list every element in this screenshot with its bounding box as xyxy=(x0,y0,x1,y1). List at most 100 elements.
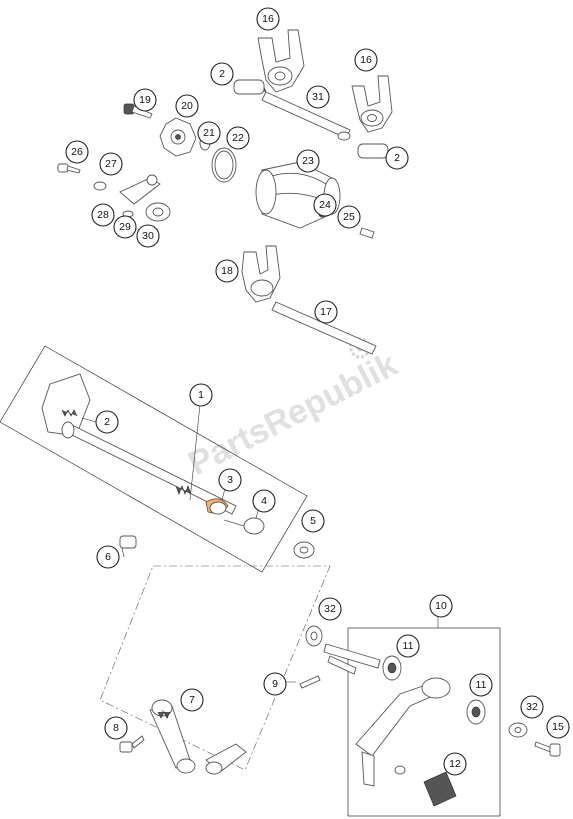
callout-5: 5 xyxy=(301,509,325,533)
ring-22-inner xyxy=(214,150,234,180)
svg-text:1: 1 xyxy=(198,389,204,401)
bolt-15 xyxy=(534,741,561,757)
svg-text:18: 18 xyxy=(221,265,233,277)
callout-29: 29 xyxy=(113,215,137,239)
svg-text:11: 11 xyxy=(476,679,487,691)
callout-21: 21 xyxy=(197,121,221,145)
svg-text:21: 21 xyxy=(203,127,215,139)
callout-19: 19 xyxy=(133,88,157,112)
callout-2: 2 xyxy=(95,410,119,434)
svg-text:31: 31 xyxy=(312,91,324,103)
svg-text:23: 23 xyxy=(302,155,314,167)
lever-end xyxy=(205,743,247,775)
callout-31: 31 xyxy=(306,85,330,109)
svg-text:26: 26 xyxy=(71,146,83,158)
assembly-frame-1 xyxy=(0,345,308,573)
svg-text:32: 32 xyxy=(324,603,336,615)
callout-11: 11 xyxy=(396,634,420,658)
spring-2-frame xyxy=(61,409,78,417)
bushing-30 xyxy=(145,202,171,222)
shift-pedal-12 xyxy=(355,677,451,787)
pedal-rubber-12 xyxy=(423,771,457,807)
washer-32a xyxy=(305,625,323,647)
callout-4: 4 xyxy=(252,489,276,513)
callout-18: 18 xyxy=(215,259,239,283)
lever-28 xyxy=(119,174,161,205)
callout-24: 24 xyxy=(313,193,337,217)
callout-16: 16 xyxy=(354,48,378,72)
svg-text:19: 19 xyxy=(139,94,151,106)
callout-1: 1 xyxy=(189,383,213,407)
callout-16: 16 xyxy=(256,7,280,31)
shift-rail-17 xyxy=(271,301,377,355)
pin-9 xyxy=(299,675,321,689)
svg-text:16: 16 xyxy=(360,54,372,66)
callout-6: 6 xyxy=(96,545,120,569)
svg-text:15: 15 xyxy=(552,721,564,733)
svg-text:25: 25 xyxy=(343,211,355,223)
shift-pedal-shaft xyxy=(323,643,381,675)
callout-11: 11 xyxy=(469,673,493,697)
shift-fork-right xyxy=(351,75,393,133)
washer-frame-10 xyxy=(394,765,406,775)
spring-right xyxy=(357,143,391,159)
callout-22: 22 xyxy=(226,126,250,150)
callout-2: 2 xyxy=(385,146,409,170)
svg-text:10: 10 xyxy=(435,600,447,612)
callout-32: 32 xyxy=(318,597,342,621)
svg-text:16: 16 xyxy=(262,13,274,25)
svg-text:12: 12 xyxy=(449,758,461,770)
spring-3 xyxy=(175,485,192,495)
callout-3: 3 xyxy=(218,468,242,492)
svg-text:7: 7 xyxy=(189,694,195,706)
svg-text:8: 8 xyxy=(113,722,119,734)
svg-text:32: 32 xyxy=(526,701,538,713)
callout-9: 9 xyxy=(263,672,287,696)
svg-text:27: 27 xyxy=(105,158,117,170)
spring-top xyxy=(233,79,267,95)
callout-15: 15 xyxy=(546,715,570,739)
callout-25: 25 xyxy=(337,205,361,229)
shift-fork-18 xyxy=(241,245,281,303)
svg-text:9: 9 xyxy=(272,678,278,690)
callout-27: 27 xyxy=(99,152,123,176)
shift-fork-top xyxy=(257,29,305,93)
callout-23: 23 xyxy=(296,149,320,173)
callout-26: 26 xyxy=(65,140,89,164)
shift-rail-31 xyxy=(261,91,351,141)
watermark: PartsRepublik xyxy=(182,337,403,483)
callout-8: 8 xyxy=(104,716,128,740)
callout-17: 17 xyxy=(314,300,338,324)
svg-text:6: 6 xyxy=(105,551,111,563)
svg-text:29: 29 xyxy=(119,221,131,233)
bushing-6 xyxy=(119,535,137,549)
bolt-8 xyxy=(119,735,145,753)
callout-2: 2 xyxy=(210,62,234,86)
callout-12: 12 xyxy=(443,752,467,776)
callout-7: 7 xyxy=(180,688,204,712)
callout-28: 28 xyxy=(91,203,115,227)
shift-star-20 xyxy=(159,117,197,157)
callout-10: 10 xyxy=(429,594,453,618)
bushing-5 xyxy=(293,541,315,559)
svg-text:28: 28 xyxy=(97,209,109,221)
callout-32: 32 xyxy=(520,695,544,719)
ring-4 xyxy=(223,517,265,535)
callout-20: 20 xyxy=(175,94,199,118)
svg-text:30: 30 xyxy=(142,230,154,242)
washer-27 xyxy=(93,181,107,191)
svg-text:5: 5 xyxy=(310,515,316,527)
svg-text:2: 2 xyxy=(394,152,400,164)
washer-32b xyxy=(508,722,528,738)
screw-26 xyxy=(57,163,81,174)
svg-text:22: 22 xyxy=(232,132,244,144)
svg-text:2: 2 xyxy=(219,68,225,80)
bolt-25 xyxy=(359,227,375,239)
callout-30: 30 xyxy=(136,224,160,248)
svg-text:20: 20 xyxy=(181,100,193,112)
svg-text:24: 24 xyxy=(319,199,331,211)
watermark-text: PartsRepublik xyxy=(182,345,403,483)
bearing-11a xyxy=(382,655,402,681)
shift-lever-7 xyxy=(149,699,196,774)
